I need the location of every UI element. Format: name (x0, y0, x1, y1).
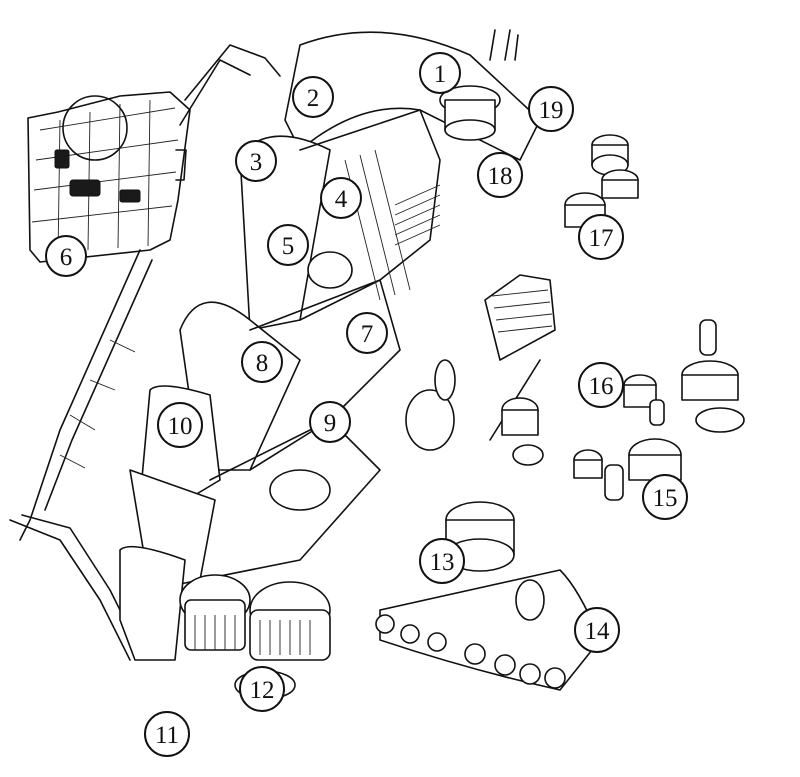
callout-14: 14 (574, 607, 620, 653)
callout-17: 17 (578, 214, 624, 260)
svg-text:2: 2 (307, 85, 320, 112)
callout-12: 12 (239, 666, 285, 712)
callout-13: 13 (419, 538, 465, 584)
svg-text:9: 9 (324, 410, 337, 437)
inset-detail-view (27, 91, 191, 263)
svg-text:5: 5 (282, 233, 295, 260)
svg-text:3: 3 (250, 149, 263, 176)
callout-2: 2 (292, 76, 334, 118)
callout-11: 11 (144, 711, 190, 757)
svg-text:17: 17 (589, 225, 614, 252)
svg-text:11: 11 (155, 722, 179, 749)
callout-10: 10 (157, 402, 203, 448)
callout-9: 9 (309, 401, 351, 443)
svg-text:18: 18 (488, 163, 513, 190)
svg-text:15: 15 (653, 485, 678, 512)
callout-19: 19 (528, 86, 574, 132)
svg-text:10: 10 (168, 413, 193, 440)
svg-text:6: 6 (60, 244, 73, 271)
callout-5: 5 (267, 224, 309, 266)
callout-16: 16 (578, 362, 624, 408)
svg-text:13: 13 (430, 549, 455, 576)
hull-frame (9, 44, 281, 661)
svg-text:8: 8 (256, 350, 269, 377)
svg-text:4: 4 (335, 186, 348, 213)
svg-text:7: 7 (361, 321, 374, 348)
callout-1: 1 (419, 52, 461, 94)
svg-text:19: 19 (539, 97, 564, 124)
callout-18: 18 (477, 152, 523, 198)
callout-4: 4 (320, 177, 362, 219)
svg-text:12: 12 (250, 677, 275, 704)
callout-7: 7 (346, 312, 388, 354)
callout-6: 6 (45, 235, 87, 277)
svg-text:1: 1 (434, 61, 447, 88)
callout-3: 3 (235, 140, 277, 182)
callout-15: 15 (642, 474, 688, 520)
svg-text:16: 16 (589, 373, 614, 400)
engine-units (179, 29, 519, 700)
svg-text:14: 14 (585, 618, 611, 645)
callout-8: 8 (241, 341, 283, 383)
